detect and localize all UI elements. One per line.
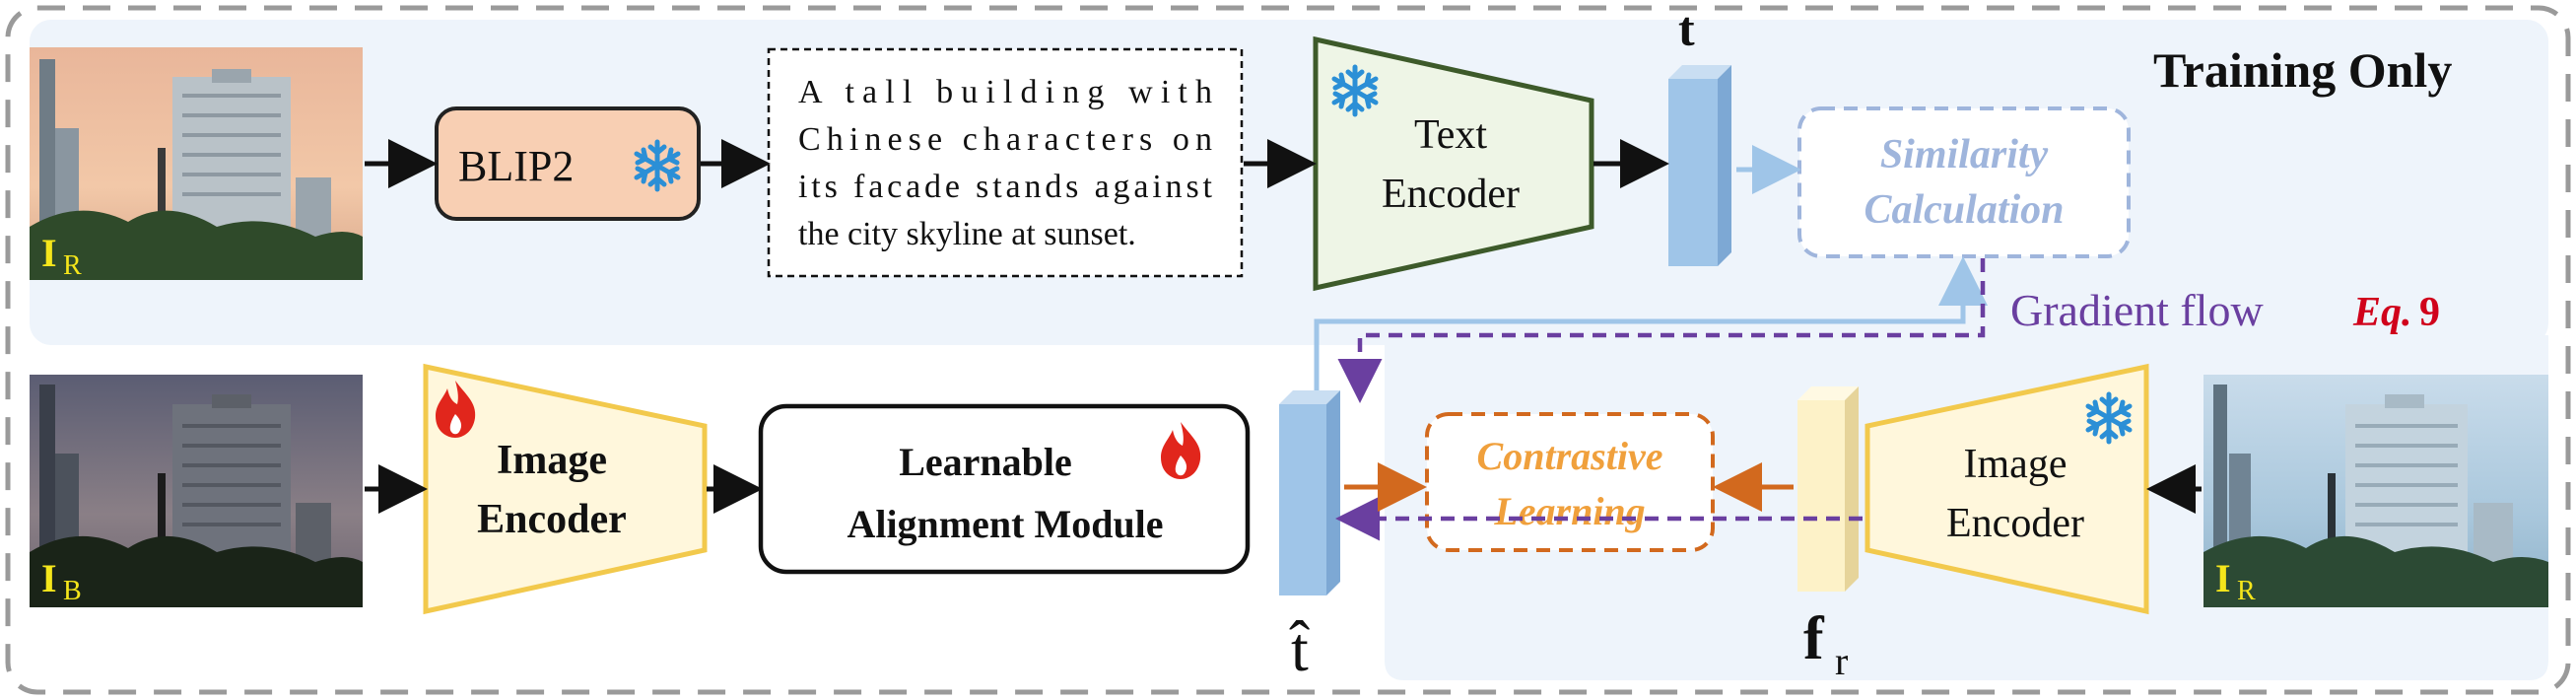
alignment-module-box: Learnable Alignment Module bbox=[758, 403, 1251, 575]
caption-line-4: the city skyline at sunset. bbox=[798, 216, 1136, 252]
contrastive-line2: Learning bbox=[1493, 489, 1645, 533]
caption-line-1: A tall building with bbox=[798, 74, 1212, 110]
photo-reference-top: I R bbox=[30, 47, 363, 281]
photo-top-left-sub: R bbox=[63, 250, 82, 281]
gradient-arrows bbox=[1335, 258, 1986, 541]
arrow-that-to-similarity bbox=[1314, 256, 1988, 390]
arrow-gradient-to-that bbox=[1337, 258, 1986, 403]
similarity-line1: Similarity bbox=[1880, 132, 2049, 177]
blue-arrows bbox=[1314, 145, 1988, 390]
t-label: t bbox=[1678, 1, 1695, 56]
photo-bottom-right-sub: R bbox=[2237, 576, 2256, 606]
text-encoder-line1: Text bbox=[1414, 112, 1487, 158]
image-encoder-left: Image Encoder bbox=[423, 363, 708, 615]
contrastive-learning-box: Contrastive Learning bbox=[1425, 412, 1715, 552]
photo-bottom-right-label: I bbox=[2215, 556, 2231, 600]
image-encoder-left-line1: Image bbox=[497, 438, 607, 483]
text-encoder: Text Encoder bbox=[1313, 35, 1594, 292]
t-hat-label: t̂ bbox=[1289, 614, 1311, 684]
blip2-box: BLIP2 bbox=[435, 106, 701, 221]
t-vector: t bbox=[1668, 1, 1731, 266]
image-encoder-right: Image Encoder bbox=[1864, 363, 2149, 615]
photo-top-left-label: I bbox=[41, 231, 57, 275]
fr-sub: r bbox=[1835, 639, 1848, 683]
blip2-label: BLIP2 bbox=[458, 142, 574, 190]
training-only-title: Training Only bbox=[2153, 42, 2452, 98]
image-encoder-right-line1: Image bbox=[1964, 442, 2068, 487]
image-encoder-right-line2: Encoder bbox=[1946, 501, 2084, 546]
similarity-calculation-box: Similarity Calculation bbox=[1797, 106, 2131, 258]
text-encoder-line2: Encoder bbox=[1382, 172, 1520, 217]
image-encoder-left-line2: Encoder bbox=[477, 497, 627, 542]
caption-line-2: Chinese characters on bbox=[798, 121, 1212, 158]
similarity-line2: Calculation bbox=[1864, 187, 2064, 233]
fr-vector: f r bbox=[1797, 386, 1859, 683]
eq-label: Eq. bbox=[2352, 290, 2412, 335]
gradient-flow-label: Gradient flow bbox=[2010, 285, 2265, 335]
black-arrows bbox=[365, 139, 2202, 514]
photo-reference-bottom: I R bbox=[2203, 375, 2548, 607]
photo-bottom-left-label: I bbox=[41, 556, 57, 600]
alignment-line2: Alignment Module bbox=[847, 502, 1163, 546]
photo-blurred: I B bbox=[30, 375, 363, 607]
fr-label: f bbox=[1803, 605, 1825, 672]
t-hat-vector: t̂ bbox=[1279, 390, 1340, 684]
outer-frame bbox=[5, 5, 2571, 695]
alignment-line1: Learnable bbox=[899, 440, 1072, 484]
caption-box: A tall building with Chinese characters … bbox=[767, 47, 1244, 278]
photo-bottom-left-sub: B bbox=[63, 576, 82, 606]
eq-number: 9 bbox=[2419, 290, 2440, 335]
contrastive-line1: Contrastive bbox=[1477, 434, 1663, 478]
